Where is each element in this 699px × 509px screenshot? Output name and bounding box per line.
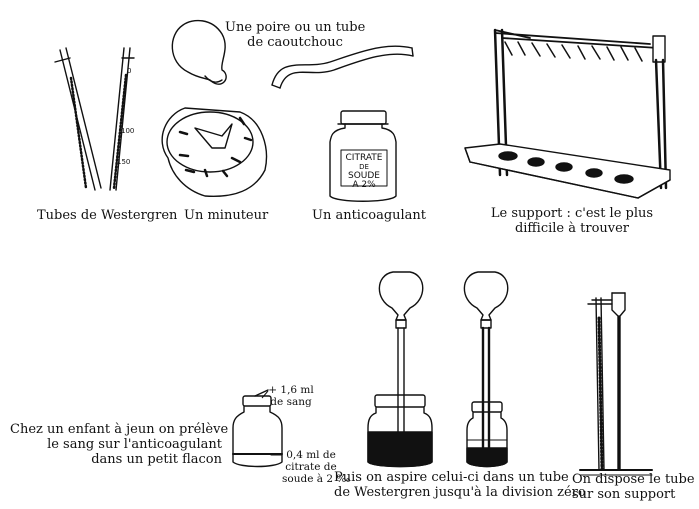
label-citrate: 0,4 ml de citrate de soude à 2 ‰ <box>282 449 340 485</box>
aspiration-flask-1 <box>368 272 432 467</box>
label-citrate-line-2: citrate de <box>282 461 340 473</box>
label-aspire: Puis on aspire celui-ci dans un tube de … <box>334 470 554 500</box>
label-blood: + 1,6 ml de sang <box>263 384 319 408</box>
timer <box>162 108 266 196</box>
rubber-bulb <box>172 21 226 85</box>
label-bulb-line-1: Une poire ou un tube <box>225 20 365 35</box>
label-dispose: On dispose le tube sur son support <box>572 472 695 502</box>
label-support: Le support : c'est le plus difficile à t… <box>482 206 662 236</box>
label-anticoagulant: Un anticoagulant <box>312 208 426 223</box>
label-citrate-line-1: 0,4 ml de <box>282 449 340 461</box>
label-blood-line-1: + 1,6 ml <box>263 384 319 396</box>
label-child-line-3: dans un petit flacon <box>10 452 222 467</box>
label-timer: Un minuteur <box>184 208 268 223</box>
label-citrate-line-3: soude à 2 ‰ <box>282 473 340 485</box>
label-bulb-line-2: de caoutchouc <box>225 35 365 50</box>
label-support-line-1: Le support : c'est le plus <box>482 206 662 221</box>
bottle-label-line-1: CITRATE <box>346 153 383 163</box>
final-stand <box>580 293 652 475</box>
label-aspire-line-1: Puis on aspire celui-ci dans un tube <box>334 470 554 485</box>
tube-tick-0: 0 <box>127 67 131 75</box>
support-rack <box>465 30 670 198</box>
label-support-line-2: difficile à trouver <box>482 221 662 236</box>
label-dispose-line-1: On dispose le tube <box>572 472 695 487</box>
label-bulb: Une poire ou un tube de caoutchouc <box>225 20 365 50</box>
tube-tick-100: 100 <box>121 127 134 135</box>
label-child-line-2: le sang sur l'anticoagulant <box>10 437 222 452</box>
label-aspire-line-2: de Westergren jusqu'à la division zéro <box>334 485 554 500</box>
tube-tick-150: 150 <box>117 158 130 166</box>
label-child: Chez un enfant à jeun on prélève le sang… <box>10 422 222 467</box>
bottle-label-line-2: DE <box>359 163 369 171</box>
bottle-label-line-4: A 2% <box>352 180 376 190</box>
aspiration-flask-2 <box>464 272 507 467</box>
rubber-tube <box>272 46 413 88</box>
label-blood-line-2: de sang <box>263 396 319 408</box>
label-dispose-line-2: sur son support <box>572 487 695 502</box>
westergren-tube-left <box>55 48 101 190</box>
label-westergren: Tubes de Westergren <box>37 208 177 223</box>
label-child-line-1: Chez un enfant à jeun on prélève <box>10 422 222 437</box>
